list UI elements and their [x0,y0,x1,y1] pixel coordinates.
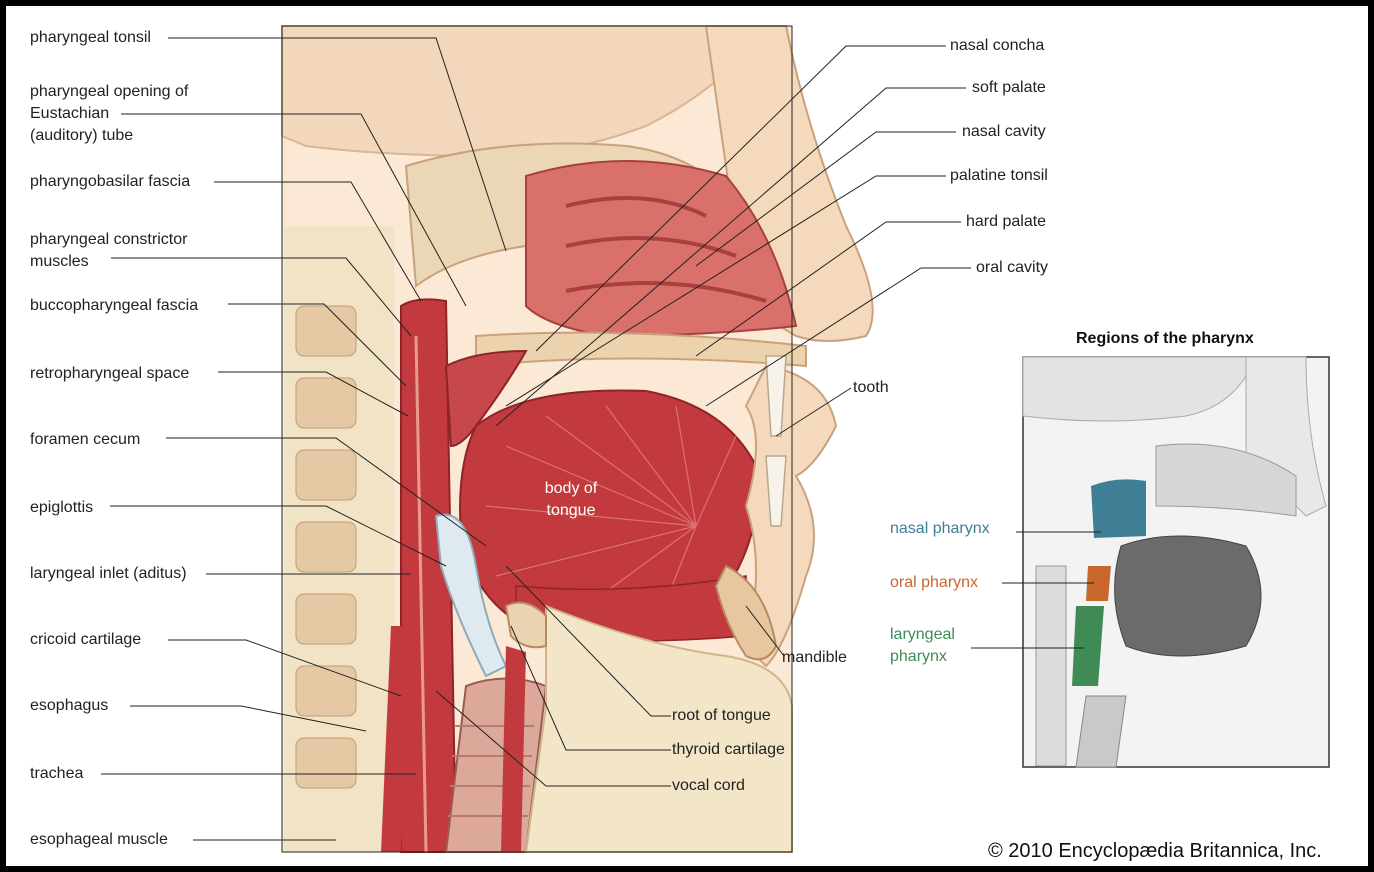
label-laryngeal-pharynx-line2: pharynx [890,646,947,668]
inset-illustration [1023,357,1329,767]
label-vocal-cord: vocal cord [672,776,745,796]
copyright-notice: © 2010 Encyclopædia Britannica, Inc. [988,840,1322,863]
inset-nasal-pharynx-region [1091,479,1146,538]
label-oral-cavity: oral cavity [976,258,1048,278]
label-epiglottis: epiglottis [30,498,93,518]
label-pharyngeal-tonsil: pharyngeal tonsil [30,28,151,48]
label-nasal-pharynx: nasal pharynx [890,518,990,540]
label-root-of-tongue: root of tongue [672,706,771,726]
vertebrae [296,306,356,788]
label-laryngeal-inlet: laryngeal inlet (aditus) [30,564,187,584]
label-cricoid-cartilage: cricoid cartilage [30,630,141,650]
inset-title: Regions of the pharynx [1076,330,1254,348]
vertebra [296,594,356,644]
label-laryngeal-pharynx-line1: laryngeal [890,624,955,646]
label-nasal-concha: nasal concha [950,36,1044,56]
label-constrictor-line1: pharyngeal constrictor [30,230,187,250]
label-body-of-tongue-line1: body of [526,478,616,500]
label-buccopharyngeal-fascia: buccopharyngeal fascia [30,296,198,316]
label-pharyngobasilar-fascia: pharyngobasilar fascia [30,172,190,192]
label-body-of-tongue-line2: tongue [526,500,616,522]
inset-spine [1036,566,1066,766]
label-foramen-cecum: foramen cecum [30,430,140,450]
vertebra [296,738,356,788]
label-tooth: tooth [853,378,889,398]
label-constrictor-line2: muscles [30,252,89,272]
vertebra [296,378,356,428]
label-palatine-tonsil: palatine tonsil [950,166,1048,186]
label-eustachian-line1: pharyngeal opening of [30,82,188,102]
label-eustachian-line2: Eustachian [30,104,109,124]
label-trachea: trachea [30,764,83,784]
label-esophageal-muscle: esophageal muscle [30,830,168,850]
label-hard-palate: hard palate [966,212,1046,232]
label-mandible: mandible [782,648,847,668]
label-eustachian-line3: (auditory) tube [30,126,133,146]
figure-canvas: pharyngeal tonsil pharyngeal opening of … [6,6,1368,866]
label-oral-pharynx: oral pharynx [890,572,978,594]
label-esophagus: esophagus [30,696,108,716]
inset-tongue [1115,536,1261,656]
vertebra [296,450,356,500]
main-illustration [282,26,873,852]
label-soft-palate: soft palate [972,78,1046,98]
vertebra [296,522,356,572]
label-retropharyngeal-space: retropharyngeal space [30,364,189,384]
vertebra [296,306,356,356]
label-thyroid-cartilage: thyroid cartilage [672,740,785,760]
label-nasal-cavity: nasal cavity [962,122,1046,142]
anatomy-illustration [6,6,1368,866]
vertebra [296,666,356,716]
